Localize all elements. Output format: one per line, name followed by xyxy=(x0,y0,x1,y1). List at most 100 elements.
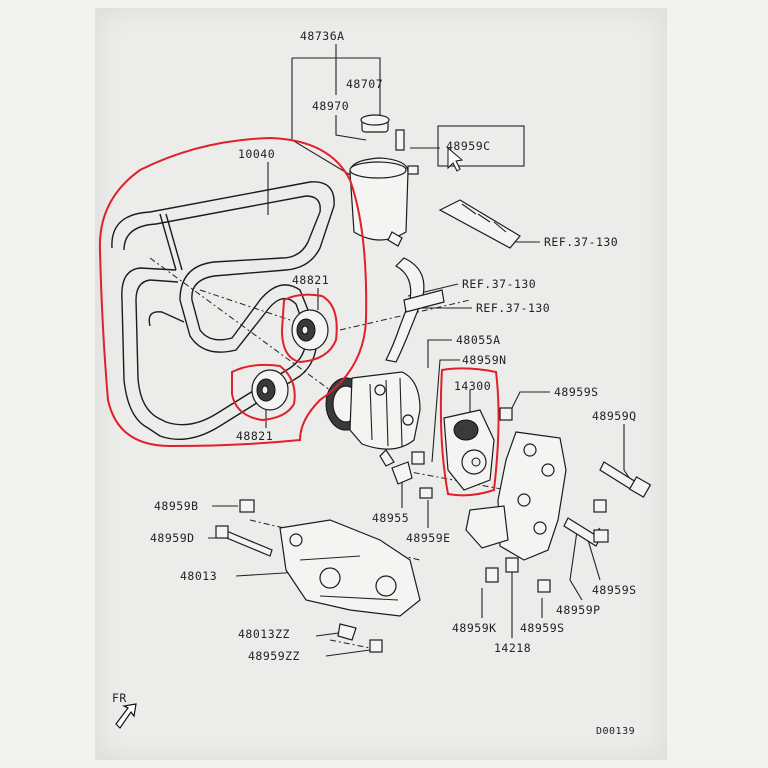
bracket-48013-boss-1 xyxy=(319,567,341,589)
tensioner-pulley xyxy=(453,419,479,441)
label-ref-37-130-1: REF.37-130 xyxy=(544,235,618,249)
belt-inner xyxy=(123,195,321,426)
leader-lines xyxy=(208,44,637,657)
front-arrow xyxy=(115,703,137,729)
bolt-48959ZZ xyxy=(369,639,383,653)
label-48959N: 48959N xyxy=(462,353,507,367)
label-ref-37-130-2: REF.37-130 xyxy=(462,277,536,291)
bolt-48959P-shank xyxy=(563,517,601,547)
label-fr: FR xyxy=(112,691,127,705)
label-48959K: 48959K xyxy=(452,621,497,635)
highlight-belt-circle xyxy=(98,136,368,448)
bolt-48959S-low-head xyxy=(537,579,551,593)
bolt-48959B xyxy=(239,499,255,513)
bracket-hole-2 xyxy=(541,463,555,477)
label-48959E: 48959E xyxy=(406,531,451,545)
bolt-48959Q-shank xyxy=(599,461,637,491)
label-48959ZZ: 48959ZZ xyxy=(248,649,300,663)
label-48821-bottom: 48821 xyxy=(236,429,273,443)
red-highlights xyxy=(98,136,500,497)
bracket-hole-4 xyxy=(533,521,547,535)
label-48959S-low: 48959S xyxy=(520,621,565,635)
clip-48955-body xyxy=(391,461,413,485)
label-14300: 14300 xyxy=(454,379,491,393)
tensioner-bracket xyxy=(465,431,567,561)
label-ref-37-130-3: REF.37-130 xyxy=(476,301,550,315)
callout-box-48959C xyxy=(437,125,525,167)
pump-body xyxy=(349,371,421,450)
label-48970: 48970 xyxy=(312,99,349,113)
label-48959Q: 48959Q xyxy=(592,409,637,423)
label-48707: 48707 xyxy=(346,77,383,91)
leader-48736A-left xyxy=(291,58,353,177)
clip-48013ZZ xyxy=(337,623,357,641)
reservoir-body xyxy=(349,157,409,241)
bracket-hole-3 xyxy=(517,493,531,507)
power-steering-pump xyxy=(325,371,421,467)
bolt-48959ZZ-head xyxy=(369,639,383,653)
label-48955: 48955 xyxy=(372,511,409,525)
bolt-48959P-head xyxy=(593,529,609,543)
part-labels: 48736A 48707 48970 48959C 10040 REF.37-1… xyxy=(112,29,637,737)
leader-48959N xyxy=(431,359,460,463)
bolt-48959E xyxy=(419,487,433,499)
highlight-idler-top xyxy=(280,293,338,364)
clip-48955 xyxy=(391,461,413,485)
bolt-48959N-head xyxy=(411,451,425,465)
bolt-48959C xyxy=(395,129,405,151)
leader-48959ZZ xyxy=(325,649,371,657)
bolt-48959D-head xyxy=(215,525,229,539)
spacer-14218-body xyxy=(505,557,519,573)
idler-pulley-top xyxy=(291,309,329,351)
highlight-idler-bottom xyxy=(231,363,296,422)
bolt-48959S-top-head xyxy=(499,407,513,421)
bolt-48959S-low xyxy=(537,579,551,593)
return-hose xyxy=(438,199,521,249)
bolt-48959S-top xyxy=(499,407,513,421)
label-48821-top: 48821 xyxy=(292,273,329,287)
bracket-48013-plate xyxy=(279,519,421,617)
label-48959S-bottom: 48959S xyxy=(592,583,637,597)
clip-48013ZZ-body xyxy=(337,623,357,641)
idler-pulley-bottom-bore xyxy=(261,385,269,395)
pump-fitting-side xyxy=(402,414,414,426)
bolt-48959D xyxy=(215,525,273,557)
bolt-48959K xyxy=(485,567,499,583)
pump-boss xyxy=(379,449,395,467)
bracket-48013-ribs xyxy=(299,555,399,601)
label-48959D: 48959D xyxy=(150,531,195,545)
reservoir-outlet xyxy=(387,231,403,247)
centerline-belt xyxy=(149,257,331,391)
label-48055A: 48055A xyxy=(456,333,501,347)
label-14218: 14218 xyxy=(494,641,531,655)
power-steering-reservoir xyxy=(349,114,419,247)
bracket-48013-boss-2 xyxy=(375,575,397,597)
bracket-lower-arm xyxy=(465,505,509,549)
leader-48055A xyxy=(427,339,452,368)
mouse-pointer-icon xyxy=(447,146,464,172)
pressure-line xyxy=(403,289,445,313)
pump-ribs xyxy=(369,377,403,447)
label-diagram-code: D00139 xyxy=(596,726,635,737)
hoses xyxy=(385,199,521,363)
bolt-48959D-shank xyxy=(221,529,273,557)
label-48959S-top: 48959S xyxy=(554,385,599,399)
belt-cross xyxy=(159,213,183,271)
reservoir-rim xyxy=(349,161,407,179)
bolt-48959Q xyxy=(599,461,652,498)
bolt-48959S-bottom-head xyxy=(593,499,607,513)
bolt-48959N xyxy=(411,451,425,465)
belt-lower-loop xyxy=(148,311,185,327)
label-10040: 10040 xyxy=(238,147,275,161)
highlight-tensioner xyxy=(439,367,500,497)
bracket-48013-hole xyxy=(289,533,303,547)
bolt-48959P xyxy=(563,517,609,547)
belt-tensioner-14300 xyxy=(443,409,495,491)
bracket-hole-1 xyxy=(523,443,537,457)
label-48013: 48013 xyxy=(180,569,217,583)
reservoir-cap-top xyxy=(360,114,390,126)
reservoir-bracket-tab xyxy=(407,165,419,175)
label-48959C: 48959C xyxy=(446,139,491,153)
drive-belt-10040 xyxy=(111,181,335,441)
